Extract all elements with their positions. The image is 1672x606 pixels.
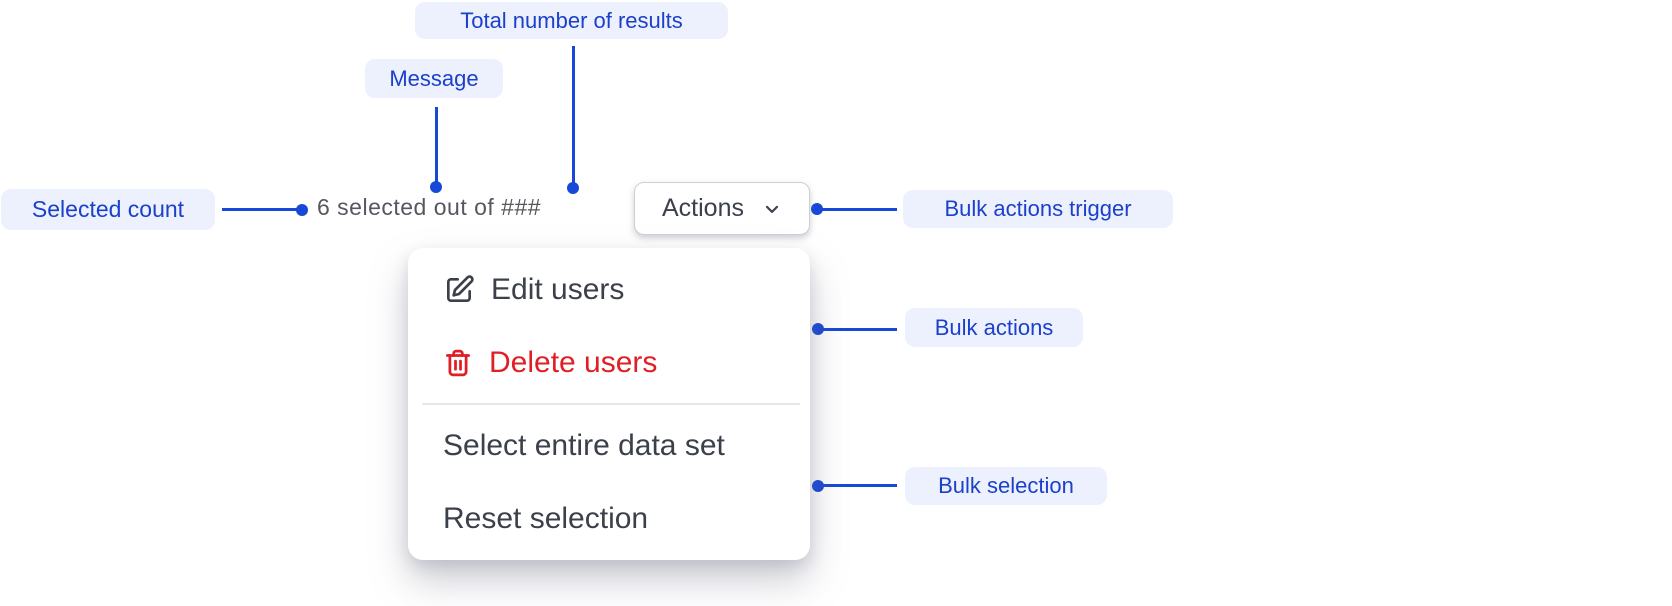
connector-line-bulk-actions [821, 328, 897, 331]
annotation-message: Message [365, 59, 503, 98]
connector-line-bulk-selection [821, 484, 897, 487]
annotation-selected-count: Selected count [1, 189, 215, 230]
connector-dot-message [430, 181, 442, 193]
bulk-actions-trigger-button[interactable]: Actions [634, 182, 810, 235]
annotation-bulk-actions: Bulk actions [905, 308, 1083, 347]
connector-line-selected-count [222, 208, 298, 211]
annotation-bulk-selection: Bulk selection [905, 467, 1107, 505]
trash-icon [443, 348, 473, 378]
menu-item-reset-selection[interactable]: Reset selection [408, 482, 810, 555]
selection-message: 6 selected out of ### [317, 194, 542, 220]
connector-line-message [435, 107, 438, 183]
menu-divider [422, 403, 800, 405]
menu-item-label: Edit users [491, 272, 625, 306]
menu-item-edit-users[interactable]: Edit users [408, 253, 810, 326]
annotation-label: Selected count [31, 196, 185, 222]
annotation-label: Bulk actions trigger [944, 196, 1132, 221]
actions-button-label: Actions [662, 194, 744, 222]
connector-dot-total-results [567, 182, 579, 194]
annotation-label: Bulk actions [934, 314, 1054, 340]
connector-dot-bulk-actions [812, 323, 824, 335]
edit-icon [443, 274, 475, 306]
chevron-down-icon [762, 199, 782, 219]
annotation-label: Message [389, 65, 479, 91]
bulk-actions-menu: Edit users Delete users Select entire da… [408, 248, 810, 560]
connector-line-total-results [572, 46, 575, 184]
annotation-total-number-of-results: Total number of results [415, 2, 728, 39]
menu-item-select-entire-data-set[interactable]: Select entire data set [408, 409, 810, 482]
connector-dot-bulk-selection [812, 480, 824, 492]
menu-item-label: Reset selection [443, 501, 649, 535]
annotation-label: Total number of results [460, 7, 683, 33]
connector-line-bulk-actions-trigger [821, 208, 897, 211]
annotation-bulk-actions-trigger: Bulk actions trigger [903, 190, 1173, 228]
menu-item-delete-users[interactable]: Delete users [408, 326, 810, 399]
menu-item-label: Delete users [489, 345, 658, 379]
connector-dot-selected-count [296, 204, 308, 216]
annotation-label: Bulk selection [938, 473, 1074, 498]
menu-item-label: Select entire data set [443, 428, 725, 462]
connector-dot-bulk-actions-trigger [811, 203, 823, 215]
